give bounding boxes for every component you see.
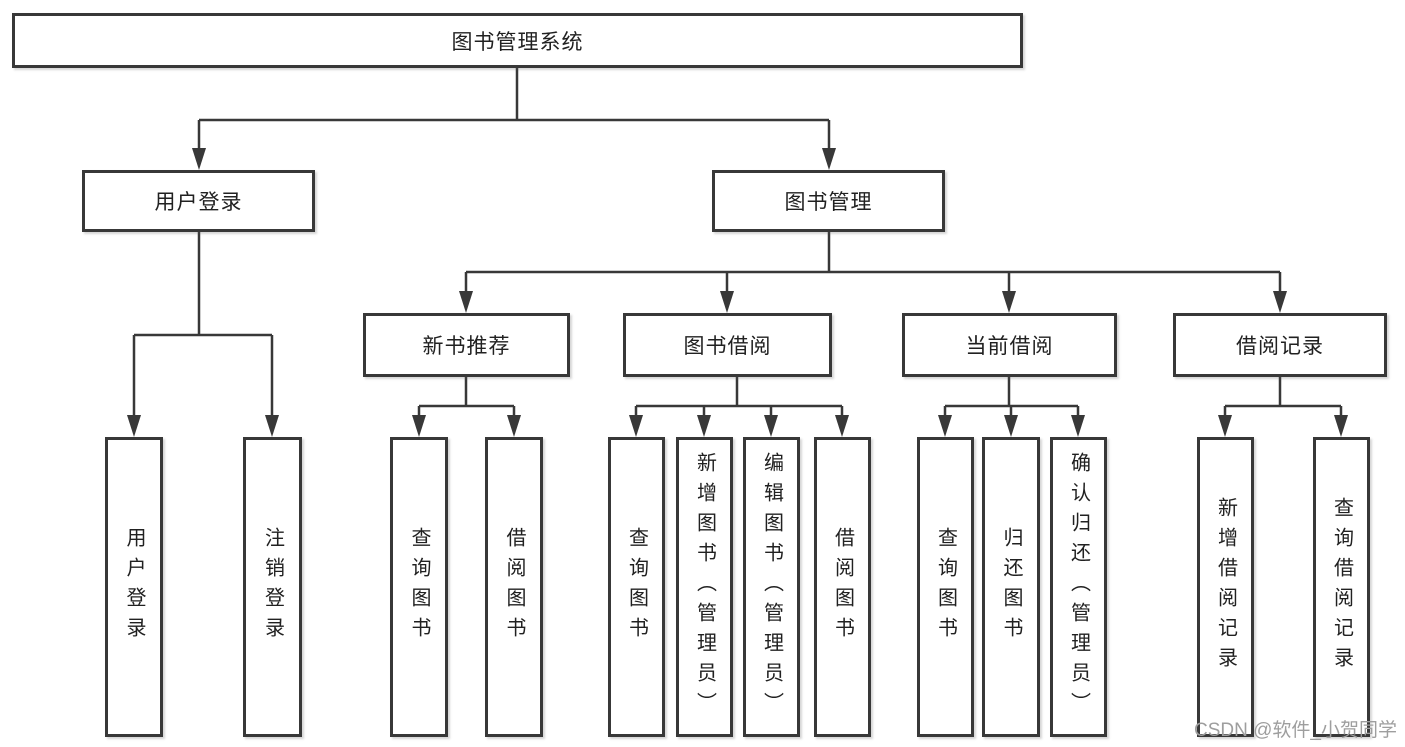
connector-current-borrow-to-children [943,377,1080,419]
arrow-down-icon [720,291,734,313]
leaf-label: 查询借阅记录 [1330,497,1353,677]
leaf-user-login: 用户登录 [105,437,163,737]
arrow-down-icon [1071,415,1085,437]
csdn-watermark: CSDN @软件_小贺同学 [1194,720,1397,741]
arrow-down-icon [412,415,426,437]
node-borrow-records: 借阅记录 [1173,313,1387,377]
arrow-down-icon [1218,415,1232,437]
leaf-label: 注销登录 [261,527,284,647]
node-label: 当前借阅 [965,335,1054,358]
arrow-down-icon [127,415,141,437]
leaf-label: 新增借阅记录 [1214,497,1237,677]
leaf-edit-book-admin: 编辑图书（管理员） [743,437,800,737]
arrow-down-icon [938,415,952,437]
leaf-query-borrow-record: 查询借阅记录 [1313,437,1370,737]
arrow-down-icon [265,415,279,437]
leaf-query-book-current: 查询图书 [917,437,974,737]
leaf-add-borrow-record: 新增借阅记录 [1197,437,1254,737]
leaf-label: 借阅图书 [831,527,854,647]
arrow-down-icon [1334,415,1348,437]
arrow-down-icon [1273,291,1287,313]
leaf-label: 归还图书 [1000,527,1022,647]
arrow-down-icon [629,415,643,437]
leaf-label: 新增图书（管理员） [693,452,716,722]
arrow-down-icon [835,415,849,437]
connector-user-login-to-children [132,232,274,419]
node-label: 图书管理 [784,191,873,214]
leaf-label: 查询图书 [934,527,957,647]
leaf-add-book-admin: 新增图书（管理员） [676,437,733,737]
node-user-login: 用户登录 [82,170,315,232]
leaf-query-book-recommend: 查询图书 [390,437,448,737]
connector-book-borrow-to-children [634,377,844,419]
connector-borrow-records-to-children [1223,377,1343,419]
leaf-label: 用户登录 [123,527,145,647]
node-new-book-recommend: 新书推荐 [363,313,570,377]
node-label: 用户登录 [154,191,243,214]
leaf-borrow-book-recommend: 借阅图书 [485,437,543,737]
arrow-down-icon [764,415,778,437]
leaf-borrow-book: 借阅图书 [814,437,871,737]
leaf-label: 借阅图书 [503,527,525,647]
leaf-logout: 注销登录 [243,437,302,737]
leaf-return-book: 归还图书 [982,437,1040,737]
leaf-label: 查询图书 [408,527,430,647]
arrow-down-icon [459,291,473,313]
node-label: 新书推荐 [422,335,511,358]
arrow-down-icon [697,415,711,437]
node-label: 借阅记录 [1236,335,1324,358]
node-label: 图书管理系统 [451,30,584,54]
node-label: 图书借阅 [683,335,772,358]
connector-book-mgmt-to-level3 [464,232,1282,295]
arrow-down-icon [507,415,521,437]
leaf-label: 确认归还（管理员） [1067,452,1090,722]
leaf-query-book-borrow: 查询图书 [608,437,665,737]
arrow-down-icon [822,148,836,170]
leaf-label: 查询图书 [625,527,648,647]
arrow-down-icon [1004,415,1018,437]
node-book-management: 图书管理 [712,170,945,232]
leaf-label: 编辑图书（管理员） [760,452,783,722]
leaf-confirm-return-admin: 确认归还（管理员） [1050,437,1107,737]
node-root-system: 图书管理系统 [12,13,1023,68]
arrow-down-icon [1002,291,1016,313]
connector-root-to-level2 [197,68,831,152]
node-book-borrow: 图书借阅 [623,313,832,377]
node-current-borrow: 当前借阅 [902,313,1117,377]
arrow-down-icon [192,148,206,170]
connector-new-book-rec-to-children [417,377,516,419]
